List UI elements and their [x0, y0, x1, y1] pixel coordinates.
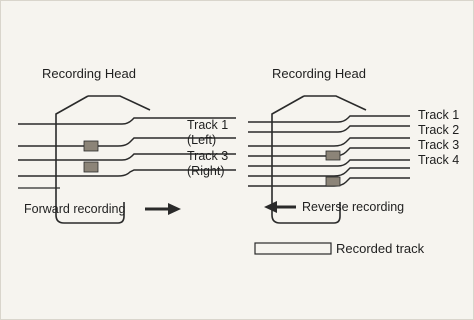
left-track-label: Track 3	[187, 149, 228, 163]
right-track-label: Track 1	[418, 108, 459, 122]
left-tape-track-lower	[18, 153, 236, 177]
right-head-label: Recording Head	[272, 66, 366, 81]
right-tape-tracks	[248, 115, 410, 187]
right-head-gap-upper	[325, 150, 341, 161]
reverse-arrow-icon	[264, 201, 296, 213]
right-track-label: Track 3	[418, 138, 459, 152]
reverse-recording-label: Reverse recording	[302, 200, 404, 214]
left-recording-head	[55, 95, 125, 224]
left-head-top	[88, 95, 151, 111]
left-head-gap-upper	[83, 140, 99, 152]
left-tape-track-upper	[18, 117, 236, 147]
right-track-label: Track 2	[418, 123, 459, 137]
left-head-label: Recording Head	[42, 66, 136, 81]
left-track-label: (Right)	[187, 164, 225, 178]
legend-swatch-recorded-track	[254, 242, 332, 255]
right-recording-head	[271, 95, 341, 224]
right-head-top	[304, 95, 367, 111]
right-head-gap-lower	[325, 176, 341, 187]
forward-arrow-icon	[145, 203, 181, 215]
left-panel: Recording Head Track 1 (Left) Track 3 (R…	[18, 66, 236, 224]
right-panel: Recording Head Track 1 Track 2 Track 3 T…	[248, 66, 459, 224]
legend: Recorded track	[254, 241, 425, 256]
left-head-gap-lower	[83, 161, 99, 173]
right-track-label: Track 4	[418, 153, 459, 167]
legend-label: Recorded track	[336, 241, 425, 256]
left-track-label: Track 1	[187, 118, 228, 132]
forward-recording-label: Forward recording	[24, 202, 125, 216]
left-track-label: (Left)	[187, 133, 216, 147]
